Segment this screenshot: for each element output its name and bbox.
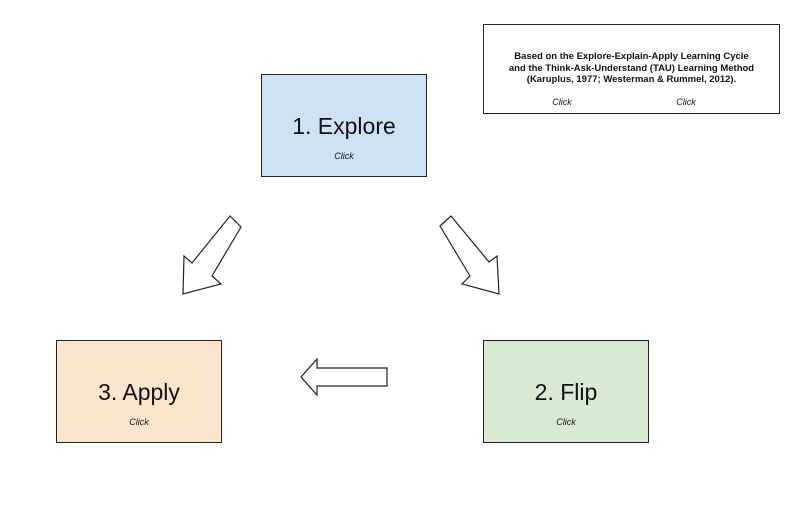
citation-click-link-1[interactable]: Click (552, 97, 572, 107)
explore-click-link[interactable]: Click (334, 151, 354, 161)
flip-stage-box: 2. Flip Click (483, 340, 649, 443)
flip-stage-title: 2. Flip (534, 379, 598, 405)
explore-stage-box: 1. Explore Click (261, 74, 427, 177)
arrow-flip-to-apply (300, 357, 388, 397)
flip-click-link[interactable]: Click (556, 417, 576, 427)
arrow-explore-to-apply (182, 215, 242, 295)
apply-stage-box: 3. Apply Click (56, 340, 222, 443)
citation-click-link-2[interactable]: Click (676, 97, 696, 107)
citation-line-3: (Karuplus, 1977; Westerman & Rummel, 201… (526, 74, 737, 85)
citation-line-1: Based on the Explore-Explain-Apply Learn… (514, 51, 749, 62)
apply-stage-title: 3. Apply (98, 379, 180, 405)
arrow-explore-to-flip (439, 215, 500, 295)
explore-stage-title: 1. Explore (292, 113, 396, 139)
apply-click-link[interactable]: Click (129, 417, 149, 427)
citation-info-box: Based on the Explore-Explain-Apply Learn… (483, 24, 780, 114)
citation-line-2: and the Think-Ask-Understand (TAU) Learn… (508, 62, 755, 74)
citation-text: Based on the Explore-Explain-Apply Learn… (490, 51, 773, 86)
